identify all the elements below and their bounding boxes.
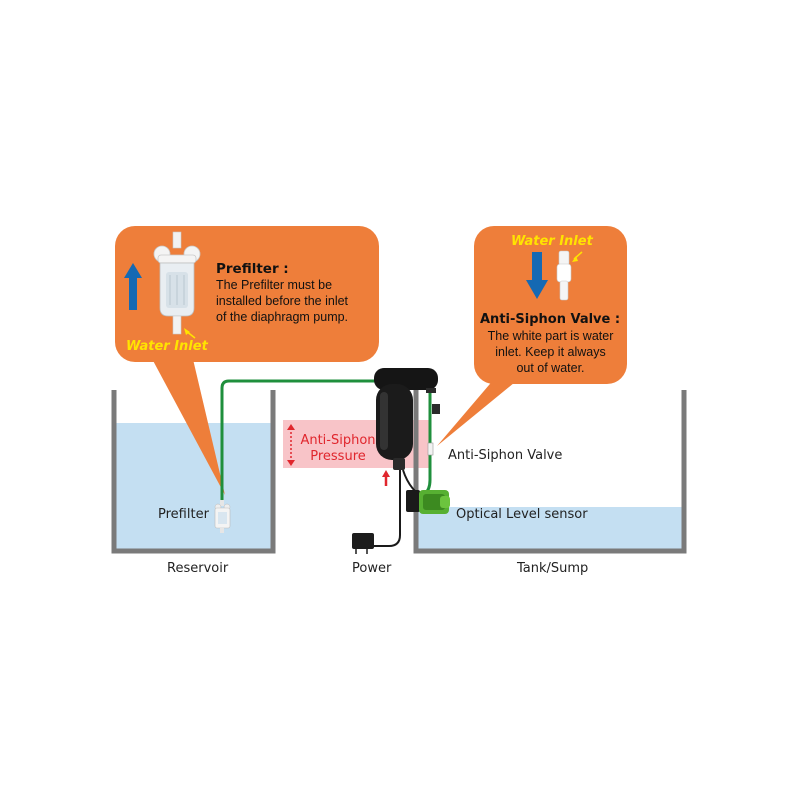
valve-callout-title: Anti-Siphon Valve : <box>480 312 621 327</box>
sump-tank <box>413 390 687 554</box>
valve-body-line: inlet. Keep it always <box>495 345 606 359</box>
power-up-arrow-icon <box>382 470 390 486</box>
prefilter-body-line: installed before the inlet <box>216 294 349 308</box>
valve-body-line: The white part is water <box>487 329 614 343</box>
prefilter-callout-pointer <box>150 355 225 495</box>
anti-siphon-pressure-label: Anti-Siphon Pressure <box>294 433 382 465</box>
reservoir-water <box>115 423 272 550</box>
prefilter-inlet-pointer-icon <box>184 328 196 339</box>
pressure-line: Pressure <box>310 449 366 464</box>
diaphragm-pump-icon <box>374 368 440 470</box>
valve-callout-box <box>474 226 627 384</box>
optical-level-sensor-label: Optical Level sensor <box>456 507 588 522</box>
anti-siphon-valve-label: Anti-Siphon Valve <box>448 448 563 463</box>
pressure-line: Anti-Siphon <box>300 433 376 448</box>
prefilter-icon <box>153 231 201 335</box>
arrow-up-icon <box>124 263 142 310</box>
tank-water <box>418 507 682 550</box>
prefilter-small-icon <box>214 500 231 533</box>
arrow-down-icon <box>526 252 548 299</box>
anti-siphon-valve-small-icon <box>427 442 434 456</box>
optical-level-sensor-icon <box>406 490 450 514</box>
power-adapter-icon <box>352 533 374 554</box>
prefilter-body-line: of the diaphragm pump. <box>216 310 349 324</box>
power-cable <box>374 470 401 547</box>
valve-body-line: out of water. <box>516 361 585 375</box>
anti-siphon-valve-icon <box>556 250 572 301</box>
reservoir-tank <box>111 390 276 554</box>
valve-water-inlet-label: Water Inlet <box>511 234 593 249</box>
valve-inlet-pointer-icon <box>572 251 583 262</box>
tank-label: Tank/Sump <box>517 561 589 576</box>
reservoir-label: Reservoir <box>167 561 229 576</box>
pressure-arrow-icon <box>287 424 295 466</box>
prefilter-water-inlet-label: Water Inlet <box>126 339 208 354</box>
prefilter-label: Prefilter <box>158 507 209 522</box>
prefilter-callout-body: The Prefilter must be installed before t… <box>216 277 348 325</box>
inlet-tube <box>220 379 388 503</box>
prefilter-body-line: The Prefilter must be <box>216 278 333 292</box>
valve-callout-body: The white part is water inlet. Keep it a… <box>474 328 627 376</box>
prefilter-callout-title: Prefilter : <box>216 261 289 277</box>
valve-callout-pointer <box>437 378 520 446</box>
power-label: Power <box>352 561 392 576</box>
